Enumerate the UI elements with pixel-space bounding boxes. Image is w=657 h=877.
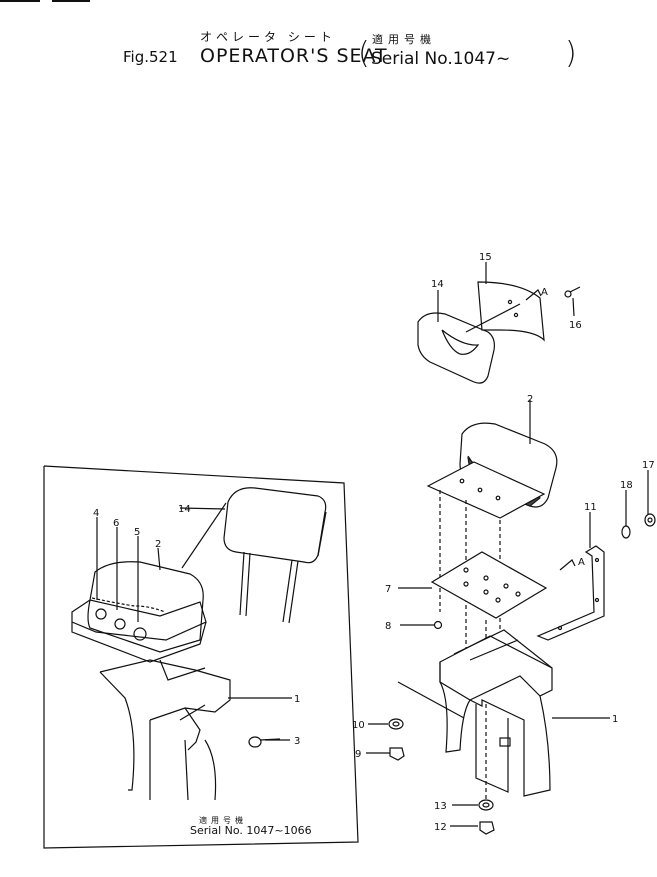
callout-18: 18 [620, 480, 633, 491]
callout-9: 9 [355, 749, 361, 760]
seat-pan [426, 461, 546, 519]
inset-seat-cushion [71, 561, 207, 663]
inset-headrest [181, 487, 327, 624]
washer-and-nut [621, 470, 656, 539]
seat-mounting-plate [398, 551, 548, 619]
inset-bolt [248, 736, 281, 748]
figure-number: Fig.521 [123, 48, 178, 66]
marker-a-lower: A [578, 557, 585, 568]
callout-6: 6 [113, 518, 119, 529]
callout-3: 3 [294, 736, 300, 747]
callout-7: 7 [385, 584, 391, 595]
inset-japanese-note: 適用号機 [199, 816, 247, 825]
callout-5: 5 [134, 527, 140, 538]
callout-2-inset: 2 [155, 539, 161, 550]
callout-13: 13 [434, 801, 447, 812]
page-title: OPERATOR'S SEAT [200, 45, 388, 67]
arrow-marker-a-top [525, 289, 542, 301]
callout-10: 10 [352, 720, 365, 731]
inset-frame [43, 465, 359, 849]
callout-14-inset: 14 [178, 504, 191, 515]
japanese-serial-label: 適用号機 [372, 33, 436, 46]
callout-17: 17 [642, 460, 655, 471]
serial-number-range: Serial No.1047~ [371, 49, 511, 69]
callout-1-inset: 1 [294, 694, 300, 705]
callout-12: 12 [434, 822, 447, 833]
top-rule-right [52, 0, 90, 5]
main-leaders [437, 262, 487, 322]
headrest-screw [564, 286, 581, 317]
headrest-back-panel [465, 281, 545, 342]
callout-11: 11 [584, 502, 597, 513]
callout-1: 1 [612, 714, 618, 725]
callout-14: 14 [431, 279, 444, 290]
callout-2: 2 [527, 394, 533, 405]
paren-open: ( [358, 36, 370, 71]
japanese-title: オペレータ シート [200, 30, 336, 44]
inset-leaders [96, 507, 292, 741]
side-bracket [536, 512, 605, 641]
callout-8: 8 [385, 621, 391, 632]
callout-15: 15 [479, 252, 492, 263]
inset-seat-frame [99, 659, 231, 801]
seat-base-frame [397, 629, 610, 797]
arrow-marker-a-lower [559, 559, 576, 571]
inset-serial-note: Serial No. 1047~1066 [190, 824, 312, 837]
mounting-nuts [366, 718, 495, 835]
top-rule-left [0, 0, 40, 5]
marker-a-top: A [541, 287, 548, 298]
callout-16: 16 [569, 320, 582, 331]
callout-4: 4 [93, 508, 99, 519]
plate-bolt [400, 620, 443, 630]
paren-close: ) [565, 36, 577, 71]
